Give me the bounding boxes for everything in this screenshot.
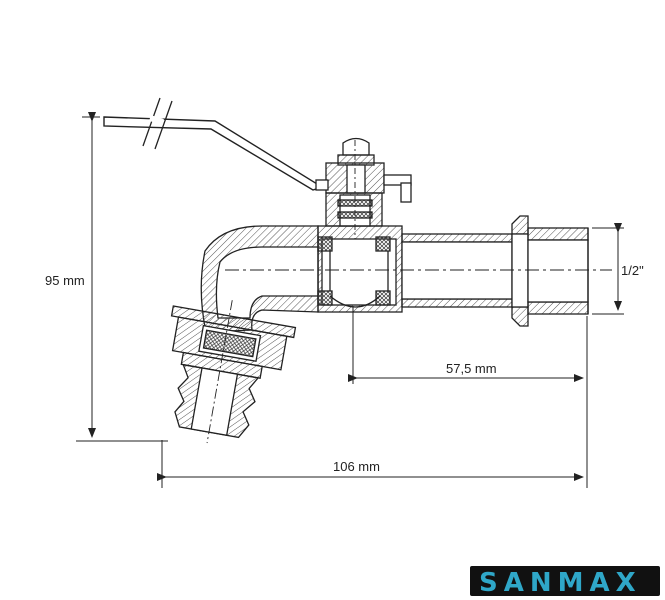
valve-body <box>200 215 612 333</box>
lever-handle <box>103 97 324 191</box>
brand-logo: SANMAX <box>470 566 660 598</box>
length-dimension-label: 106 mm <box>333 459 380 474</box>
brand-logo-text: SANMAX <box>479 568 642 598</box>
outlet-dimension-label: 57,5 mm <box>446 361 497 376</box>
hose-connector <box>170 300 297 444</box>
dimension-lines <box>76 112 624 488</box>
valve-stem <box>315 137 412 250</box>
height-dimension-label: 95 mm <box>45 273 85 288</box>
thread-dimension-label: 1/2" <box>621 263 644 278</box>
